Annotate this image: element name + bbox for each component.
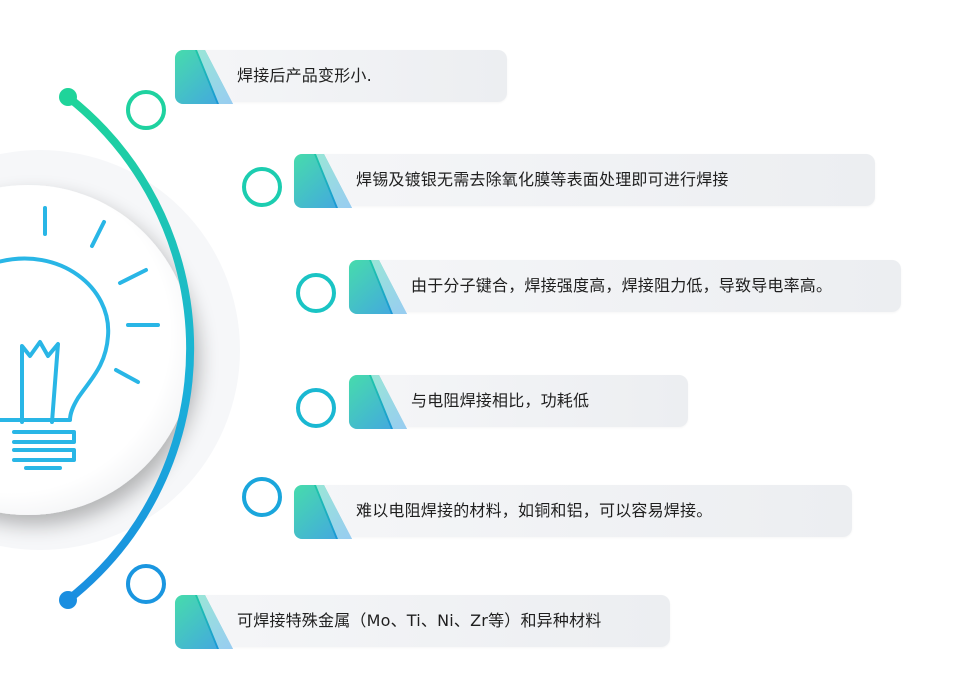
card-accent-tab xyxy=(349,260,407,314)
feature-text: 可焊接特殊金属（Mo、Ti、Ni、Zr等）和异种材料 xyxy=(237,611,602,630)
light-bulb-icon xyxy=(0,206,160,470)
feature-card: 与电阻焊接相比，功耗低 xyxy=(349,375,688,429)
timeline-node xyxy=(242,477,282,517)
feature-card: 焊锡及镀银无需去除氧化膜等表面处理即可进行焊接 xyxy=(294,154,875,208)
card-accent-tab xyxy=(175,595,233,649)
feature-text: 难以电阻焊接的材料，如铜和铝，可以容易焊接。 xyxy=(356,501,713,520)
card-accent-tab xyxy=(294,485,352,539)
timeline-node xyxy=(296,273,336,313)
feature-text: 焊接后产品变形小. xyxy=(237,66,372,85)
feature-text: 焊锡及镀银无需去除氧化膜等表面处理即可进行焊接 xyxy=(356,170,729,189)
feature-card: 由于分子键合，焊接强度高，焊接阻力低，导致导电率高。 xyxy=(349,260,901,314)
card-accent-tab xyxy=(349,375,407,429)
timeline-node xyxy=(242,167,282,207)
timeline-node xyxy=(296,388,336,428)
feature-text: 由于分子键合，焊接强度高，焊接阻力低，导致导电率高。 xyxy=(411,276,833,295)
feature-text: 与电阻焊接相比，功耗低 xyxy=(411,391,590,410)
arc-end-dot xyxy=(59,591,77,609)
arc-start-dot xyxy=(59,88,77,106)
timeline-node xyxy=(126,564,166,604)
feature-card: 难以电阻焊接的材料，如铜和铝，可以容易焊接。 xyxy=(294,485,852,539)
feature-card: 可焊接特殊金属（Mo、Ti、Ni、Zr等）和异种材料 xyxy=(175,595,670,649)
timeline-arc xyxy=(64,93,195,604)
timeline-node xyxy=(126,90,166,130)
card-accent-tab xyxy=(175,50,233,104)
card-accent-tab xyxy=(294,154,352,208)
feature-card: 焊接后产品变形小. xyxy=(175,50,507,104)
